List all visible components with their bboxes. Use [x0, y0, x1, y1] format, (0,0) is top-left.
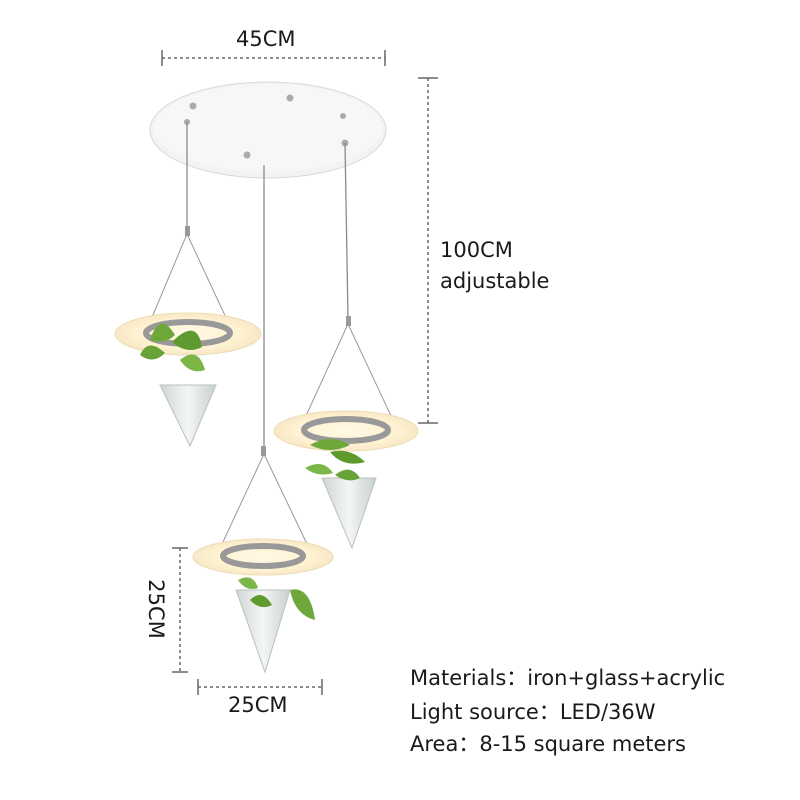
canopy-width-dimension-line	[161, 50, 386, 66]
pendant-bottom	[192, 446, 334, 674]
pendant-left	[114, 226, 262, 448]
drop-adjustable-label: adjustable	[440, 269, 550, 293]
shade-width-dimension-line	[197, 679, 323, 695]
shade-height-label: 25CM	[143, 579, 168, 639]
spec-light-source: Light source：LED/36W	[410, 696, 656, 726]
canopy-width-label: 45CM	[236, 27, 296, 51]
spec-area-label: Area：	[410, 732, 480, 756]
spec-area-value: 8-15 square meters	[479, 732, 686, 756]
pendant-right	[273, 316, 419, 550]
shade-height-dimension-line	[172, 547, 188, 673]
ceiling-canopy	[149, 81, 387, 179]
shade-width-label: 25CM	[228, 693, 288, 717]
drop-length-label: 100CM	[440, 238, 513, 262]
spec-light-source-value: LED/36W	[559, 700, 656, 724]
spec-materials: Materials：iron+glass+acrylic	[410, 662, 725, 692]
spec-materials-label: Materials：	[410, 666, 528, 690]
suspension-cables	[186, 122, 349, 448]
spec-materials-value: iron+glass+acrylic	[527, 666, 726, 690]
spec-light-source-label: Light source：	[410, 700, 560, 724]
drop-length-dimension-line	[418, 77, 438, 424]
spec-area: Area：8-15 square meters	[410, 728, 686, 758]
